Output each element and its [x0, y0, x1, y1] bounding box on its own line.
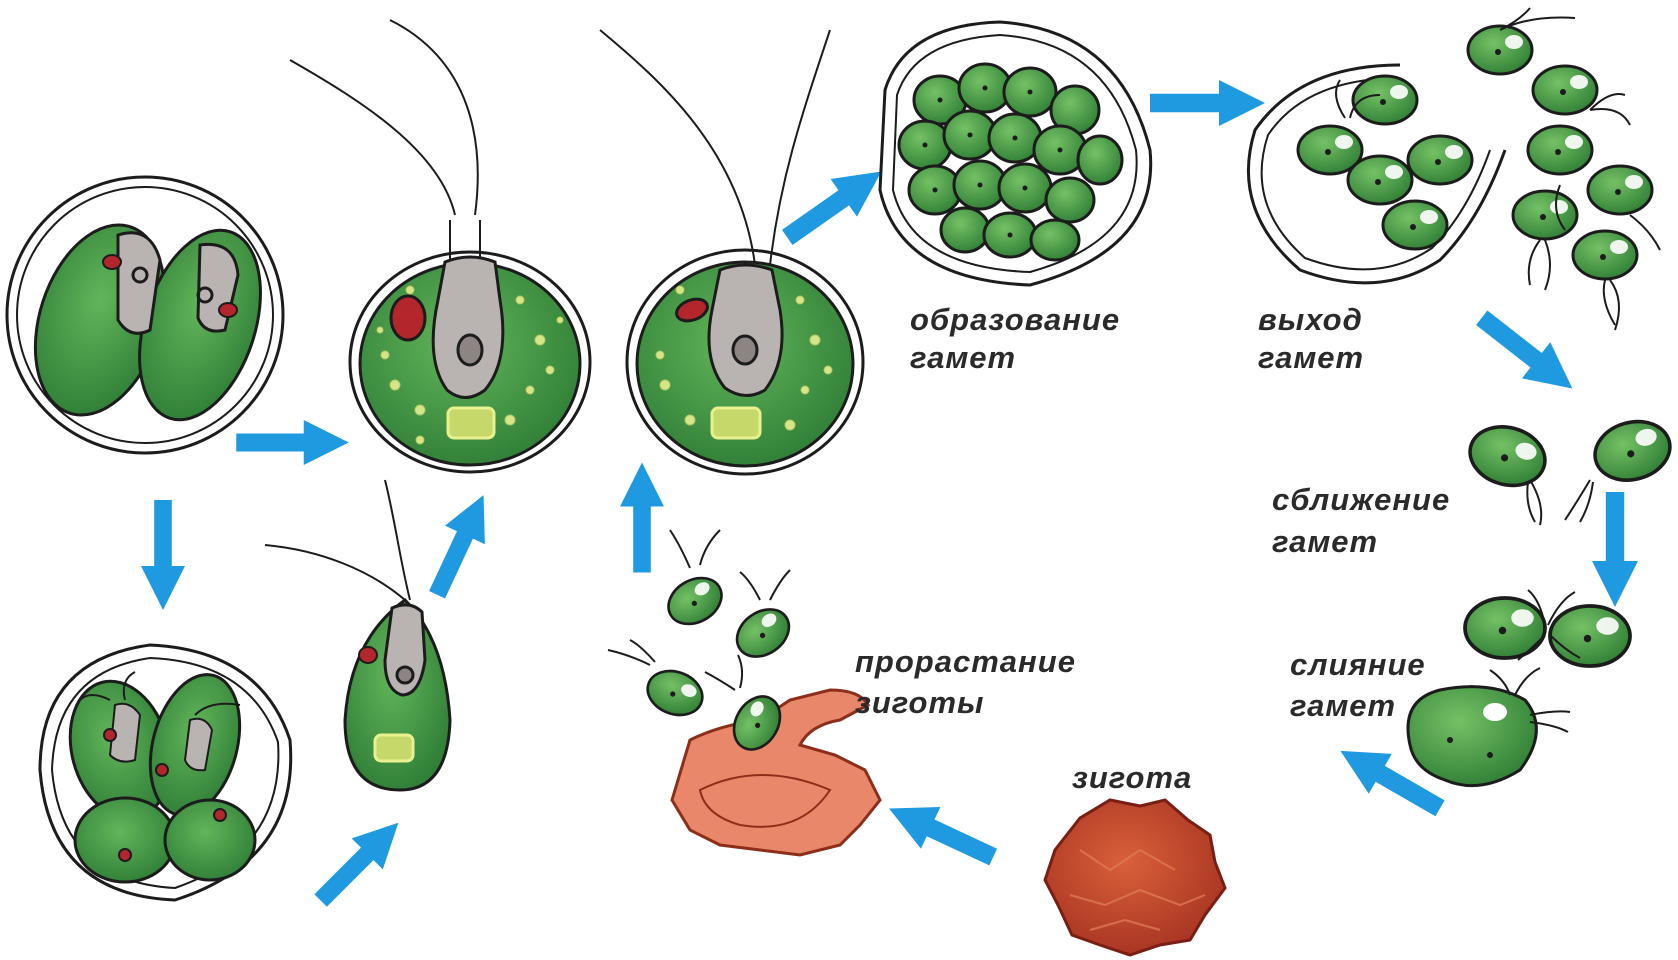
adult-cell-2 — [600, 30, 863, 474]
label-gamete-fusion-line1: слияние — [1290, 647, 1426, 682]
label-gamete-approach-line1: сближение — [1272, 482, 1450, 517]
gamete-release-cell — [1248, 8, 1660, 330]
young-zoospore — [265, 480, 450, 790]
arrow-icon — [620, 463, 664, 573]
adult-cell — [290, 20, 590, 472]
arrow-icon — [879, 788, 1003, 878]
arrow-icon — [417, 486, 503, 604]
gametes-fusing — [1465, 590, 1630, 666]
label-zygote: зигота — [1072, 760, 1192, 795]
gamete-formation-cell — [880, 22, 1151, 285]
arrow-icon — [141, 500, 185, 610]
label-gamete-release-line2: гамет — [1258, 340, 1364, 375]
label-gamete-formation-line2: гамет — [910, 340, 1016, 375]
arrow-icon — [1468, 300, 1587, 407]
label-gamete-fusion-line2: гамет — [1290, 688, 1396, 723]
arrow-icon — [1592, 492, 1638, 607]
germinating-zygote — [608, 530, 880, 855]
fused-gametes — [1408, 668, 1570, 786]
label-gamete-release-line1: выход — [1258, 302, 1363, 337]
arrow-icon — [1150, 80, 1265, 126]
daughter-cells-in-wall — [40, 645, 291, 900]
arrow-icon — [236, 420, 349, 465]
label-gamete-approach-line2: гамет — [1272, 524, 1378, 559]
label-zygote-germination-line2: зиготы — [855, 685, 985, 720]
label-zygote-germination-line1: прорастание — [855, 644, 1076, 679]
label-zygote-line1: зигота — [1072, 760, 1192, 795]
zygote-cell — [1045, 800, 1225, 955]
label-gamete-formation-line1: образование — [910, 302, 1120, 337]
label-zygote-germination: прорастание зиготы — [855, 644, 1076, 720]
label-gamete-release: выход гамет — [1258, 302, 1364, 375]
label-gamete-approach: сближение гамет — [1272, 482, 1450, 559]
arrow-icon — [305, 807, 414, 916]
gametes-approaching — [1463, 414, 1676, 525]
dividing-cell — [7, 177, 283, 453]
label-gamete-fusion: слияние гамет — [1290, 647, 1426, 723]
label-gamete-formation: образование гамет — [910, 302, 1120, 375]
arrow-icon — [774, 153, 895, 257]
